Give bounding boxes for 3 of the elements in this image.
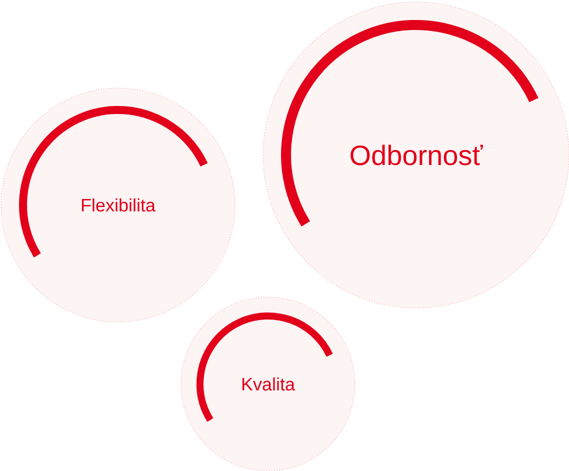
circle-node: Flexibilita	[0, 88, 236, 322]
circle-node: Kvalita	[180, 296, 356, 471]
circle-node: Odbornosť	[262, 2, 569, 308]
